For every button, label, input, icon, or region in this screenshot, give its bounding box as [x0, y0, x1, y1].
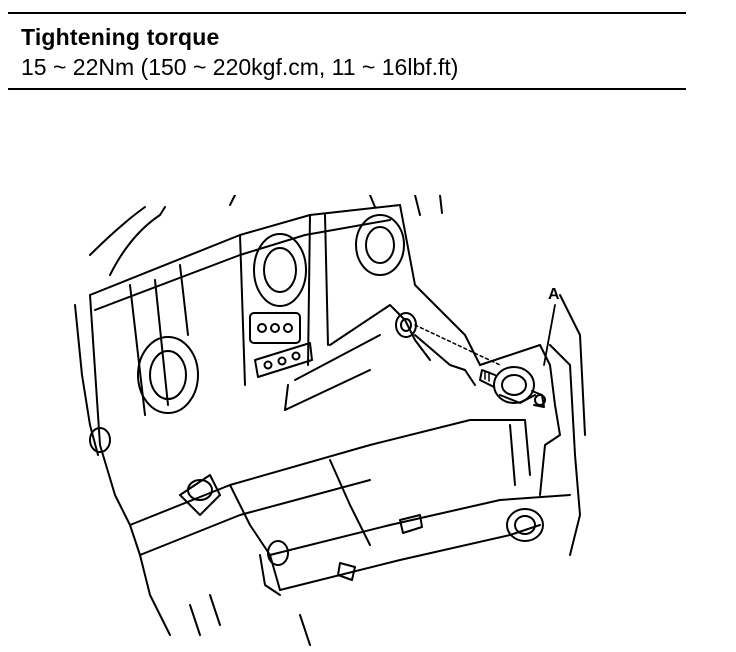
table-top-rule: [8, 12, 686, 14]
torque-spec-table: Tightening torque 15 ~ 22Nm (150 ~ 220kg…: [8, 12, 686, 90]
engine-block-illustration: A: [70, 195, 600, 650]
engine-block-drawing: A: [74, 195, 586, 646]
spec-title: Tightening torque: [21, 24, 220, 50]
callout-label-a: A: [548, 286, 560, 303]
table-bottom-rule: [8, 88, 686, 90]
spec-value: 15 ~ 22Nm (150 ~ 220kgf.cm, 11 ~ 16lbf.f…: [21, 54, 459, 80]
